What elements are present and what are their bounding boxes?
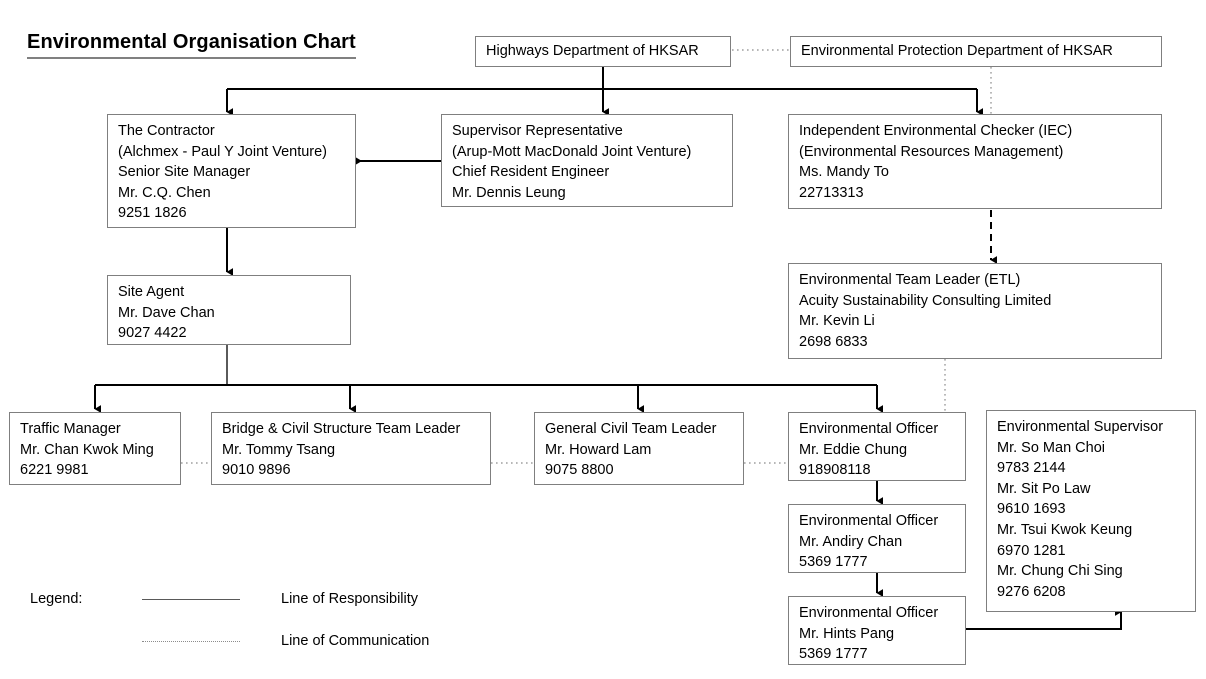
node-environmental-officer-hints-pang[interactable]: Environmental Officer Mr. Hints Pang 536… <box>788 596 966 665</box>
node-line: Mr. So Man Choi <box>997 439 1105 456</box>
legend-dotted-line-sample <box>118 640 263 642</box>
node-line: 6221 9981 <box>20 462 89 479</box>
legend-row-responsibility: Legend: Line of Responsibility <box>30 578 429 620</box>
node-line: The Contractor <box>118 123 215 139</box>
node-line: 9276 6208 <box>997 583 1066 600</box>
node-environmental-officer-eddie-chung[interactable]: Environmental Officer Mr. Eddie Chung 91… <box>788 412 966 481</box>
page-title: Environmental Organisation Chart <box>27 31 356 59</box>
node-line: Ms. Mandy To <box>799 164 889 181</box>
node-line: Mr. Dave Chan <box>118 304 215 321</box>
legend: Legend: Line of Responsibility Line of C… <box>30 578 429 662</box>
node-line: 5369 1777 <box>799 646 868 663</box>
node-line: 918908118 <box>799 462 871 479</box>
node-environmental-officer-andiry-chan[interactable]: Environmental Officer Mr. Andiry Chan 53… <box>788 504 966 573</box>
node-highways-department[interactable]: Highways Department of HKSAR <box>475 36 731 67</box>
legend-row-communication: Line of Communication <box>30 620 429 662</box>
node-line: Mr. Hints Pang <box>799 625 895 642</box>
node-line: Highways Department of HKSAR <box>486 43 699 59</box>
legend-label: Legend: <box>30 591 83 607</box>
node-line: Supervisor Representative <box>452 123 623 139</box>
node-line: Bridge & Civil Structure Team Leader <box>222 421 461 437</box>
node-line: Independent Environmental Checker (IEC) <box>799 123 1073 139</box>
node-line: Environmental Officer <box>799 605 939 621</box>
node-line: Mr. Sit Po Law <box>997 480 1091 497</box>
node-line: Mr. C.Q. Chen <box>118 184 211 201</box>
legend-solid-line-sample <box>118 598 263 600</box>
node-line: General Civil Team Leader <box>545 421 717 437</box>
node-line: Senior Site Manager <box>118 164 251 181</box>
node-line: Environmental Supervisor <box>997 419 1164 435</box>
node-line: Mr. Kevin Li <box>799 313 875 330</box>
node-line: 9010 9896 <box>222 462 291 479</box>
node-line: Traffic Manager <box>20 421 121 437</box>
node-line: Environmental Officer <box>799 513 939 529</box>
node-line: Site Agent <box>118 284 185 300</box>
node-site-agent[interactable]: Site Agent Mr. Dave Chan 9027 4422 <box>107 275 351 345</box>
node-line: 2698 6833 <box>799 333 868 350</box>
node-line: Environmental Protection Department of H… <box>801 43 1113 59</box>
node-line: (Alchmex - Paul Y Joint Venture) <box>118 143 328 160</box>
node-line: Environmental Team Leader (ETL) <box>799 272 1021 288</box>
node-line: Mr. Tommy Tsang <box>222 441 336 458</box>
node-line: (Environmental Resources Management) <box>799 143 1064 160</box>
node-line: 22713313 <box>799 184 864 201</box>
node-general-civil-team-leader[interactable]: General Civil Team Leader Mr. Howard Lam… <box>534 412 744 485</box>
node-line: 9075 8800 <box>545 462 614 479</box>
node-line: 9251 1826 <box>118 205 187 222</box>
node-line: Mr. Dennis Leung <box>452 184 566 201</box>
node-line: Mr. Howard Lam <box>545 441 652 458</box>
node-bridge-civil-structure-team-leader[interactable]: Bridge & Civil Structure Team Leader Mr.… <box>211 412 491 485</box>
node-line: Environmental Officer <box>799 421 939 437</box>
node-environmental-team-leader[interactable]: Environmental Team Leader (ETL) Acuity S… <box>788 263 1162 359</box>
node-line: 6970 1281 <box>997 542 1066 559</box>
node-environmental-supervisor[interactable]: Environmental Supervisor Mr. So Man Choi… <box>986 410 1196 612</box>
node-line: Mr. Andiry Chan <box>799 533 903 550</box>
node-line: 9027 4422 <box>118 325 187 342</box>
node-line: Mr. Chung Chi Sing <box>997 563 1123 580</box>
node-contractor[interactable]: The Contractor (Alchmex - Paul Y Joint V… <box>107 114 356 228</box>
node-line: Mr. Tsui Kwok Keung <box>997 521 1133 538</box>
node-environmental-protection-department[interactable]: Environmental Protection Department of H… <box>790 36 1162 67</box>
node-supervisor-representative[interactable]: Supervisor Representative (Arup-Mott Mac… <box>441 114 733 207</box>
node-line: Mr. Chan Kwok Ming <box>20 441 154 458</box>
legend-responsibility-text: Line of Responsibility <box>281 591 419 607</box>
node-independent-environmental-checker[interactable]: Independent Environmental Checker (IEC) … <box>788 114 1162 209</box>
node-line: Acuity Sustainability Consulting Limited <box>799 292 1052 309</box>
node-line: 9783 2144 <box>997 460 1066 477</box>
node-line: 5369 1777 <box>799 554 868 571</box>
legend-communication-text: Line of Communication <box>281 633 430 649</box>
node-line: Mr. Eddie Chung <box>799 441 908 458</box>
resp-link-eo3-to-supervisor <box>966 608 1122 630</box>
node-traffic-manager[interactable]: Traffic Manager Mr. Chan Kwok Ming 6221 … <box>9 412 181 485</box>
node-line: (Arup-Mott MacDonald Joint Venture) <box>452 143 692 160</box>
node-line: 9610 1693 <box>997 501 1066 518</box>
node-line: Chief Resident Engineer <box>452 164 610 181</box>
